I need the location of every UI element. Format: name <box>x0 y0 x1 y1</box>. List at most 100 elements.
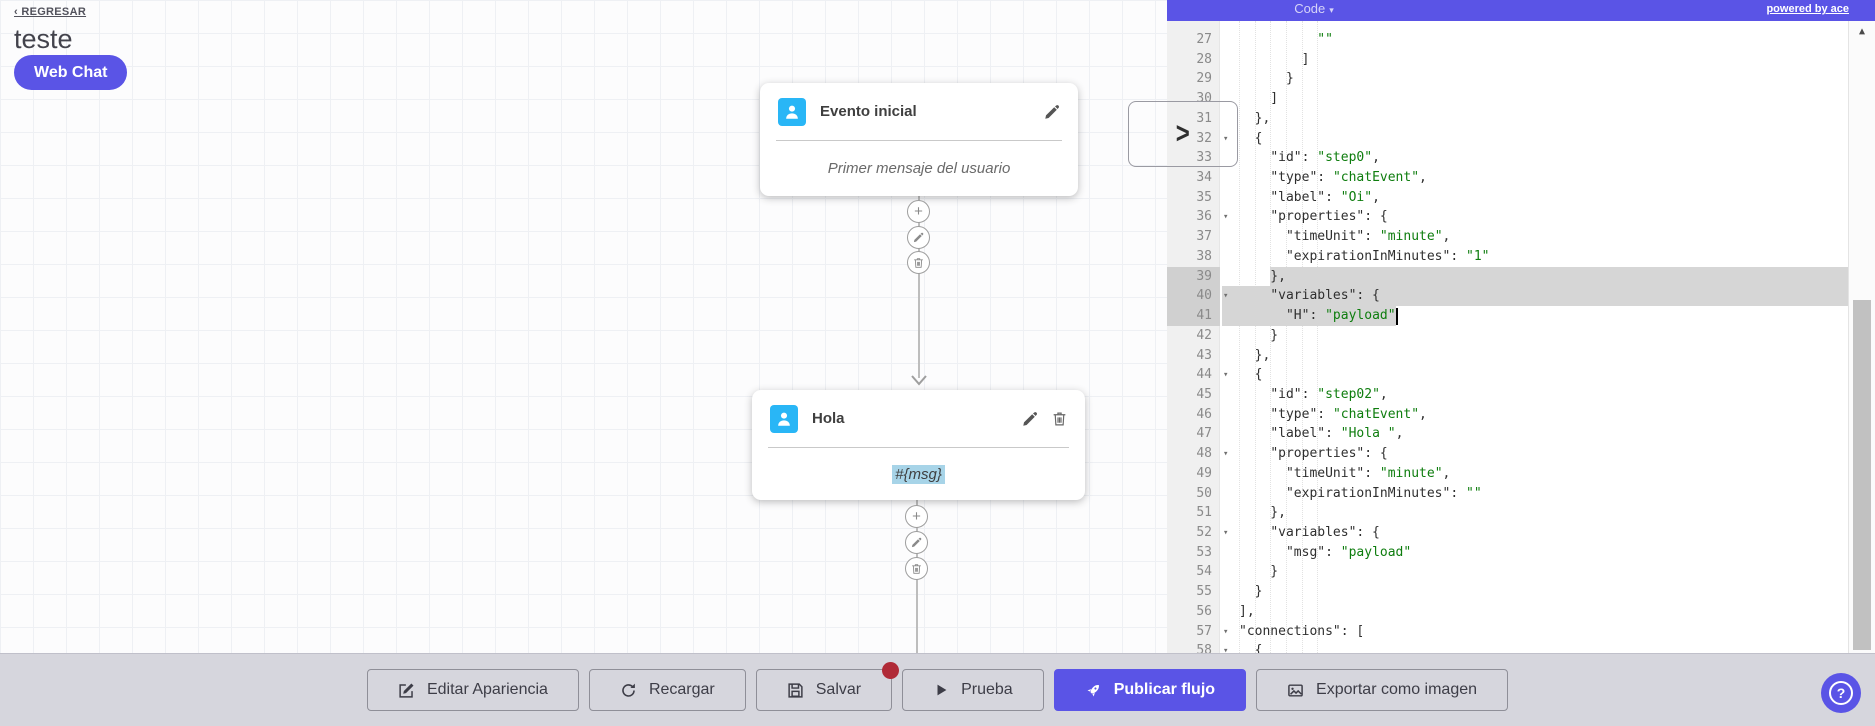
powered-by-ace-link[interactable]: powered by ace <box>1766 3 1849 15</box>
publish-flow-button[interactable]: Publicar flujo <box>1053 669 1247 711</box>
fold-toggle-icon[interactable]: ▾ <box>1223 449 1229 460</box>
add-step-button[interactable]: + <box>907 200 930 223</box>
line-number: 57 <box>1196 623 1212 639</box>
refresh-icon <box>622 683 635 697</box>
code-line: } <box>1239 564 1279 580</box>
image-icon <box>1288 683 1303 697</box>
line-number: 32 <box>1196 130 1212 146</box>
node-title: Evento inicial <box>820 103 917 120</box>
code-line: "msg": "payload" <box>1285 544 1412 560</box>
line-number: 48 <box>1196 446 1212 462</box>
code-line: "id": "step02", <box>1270 386 1388 402</box>
save-icon <box>788 682 803 698</box>
selection-highlight <box>1222 306 1396 326</box>
bottom-toolbar: Editar Apariencia Recargar Salvar Prueba… <box>0 653 1875 726</box>
edit-connection-button[interactable] <box>905 531 928 554</box>
node-hola[interactable]: Hola #{msg} <box>752 390 1085 500</box>
code-panel-header: Code▾ powered by ace <box>1167 0 1875 21</box>
line-number: 33 <box>1196 150 1212 166</box>
back-link[interactable]: ‹ REGRESAR <box>14 6 87 18</box>
indent-guide <box>1270 21 1272 653</box>
fold-toggle-icon[interactable]: ▾ <box>1223 370 1229 381</box>
line-number: 35 <box>1196 189 1212 205</box>
code-line: "properties": { <box>1270 446 1388 462</box>
line-number: 49 <box>1196 465 1212 481</box>
flow-title: teste <box>14 24 73 54</box>
export-image-button[interactable]: Exportar como imagen <box>1256 669 1509 711</box>
trash-icon <box>912 563 921 574</box>
line-number: 46 <box>1196 406 1212 422</box>
code-line: "" <box>1317 32 1333 47</box>
code-line: "properties": { <box>1270 209 1388 225</box>
code-line: "timeUnit": "minute", <box>1285 465 1451 481</box>
expand-panel-button[interactable]: > <box>1128 101 1238 167</box>
line-number: 54 <box>1196 564 1212 580</box>
code-view-dropdown[interactable]: Code▾ <box>1294 1 1334 16</box>
fold-toggle-icon[interactable]: ▾ <box>1223 212 1229 223</box>
line-number: 47 <box>1196 426 1212 442</box>
line-number: 40 <box>1167 286 1220 307</box>
line-number: 53 <box>1196 544 1212 560</box>
code-line: }, <box>1239 268 1286 284</box>
code-line: "connections": [ <box>1239 623 1365 639</box>
code-panel: Code▾ powered by ace ▲ 27 ""28 ]29 }30 ]… <box>1167 0 1875 653</box>
line-number: 50 <box>1196 485 1212 501</box>
code-editor[interactable]: ▲ 27 ""28 ]29 }30 ]31 },32▾ {33 "id": "s… <box>1167 21 1875 653</box>
pencil-icon <box>911 537 922 548</box>
reload-button[interactable]: Recargar <box>588 669 746 711</box>
code-line: { <box>1239 130 1263 146</box>
chevron-down-icon: ▾ <box>1329 5 1334 15</box>
code-line: } <box>1239 327 1279 343</box>
pencil-icon <box>913 232 924 243</box>
code-line: "variables": { <box>1270 525 1380 540</box>
flow-canvas[interactable]: ‹ REGRESAR teste Web Chat Evento inicial <box>0 0 1167 653</box>
line-number: 39 <box>1167 266 1220 287</box>
fold-toggle-icon[interactable]: ▾ <box>1223 133 1229 144</box>
node-header: Evento inicial <box>760 83 1078 140</box>
line-number: 42 <box>1196 327 1212 343</box>
scroll-up-arrow-icon[interactable]: ▲ <box>1858 26 1866 37</box>
question-icon: ? <box>1829 681 1853 705</box>
line-number: 41 <box>1167 306 1220 327</box>
chevron-right-icon: > <box>1175 117 1191 150</box>
fold-toggle-icon[interactable]: ▾ <box>1223 646 1229 653</box>
help-button[interactable]: ? <box>1821 673 1861 713</box>
delete-node-button[interactable] <box>1052 411 1067 427</box>
indent-guide <box>1285 21 1287 653</box>
edit-connection-button[interactable] <box>907 226 930 249</box>
selection-highlight <box>1222 286 1848 307</box>
test-button[interactable]: Prueba <box>902 669 1044 711</box>
delete-connection-button[interactable] <box>907 251 930 274</box>
code-line: "type": "chatEvent", <box>1270 170 1427 186</box>
add-step-button[interactable]: + <box>905 505 928 528</box>
pencil-icon <box>1045 104 1060 119</box>
scrollbar-thumb[interactable] <box>1853 300 1871 650</box>
user-icon <box>778 97 806 126</box>
edit-node-button[interactable] <box>1044 104 1060 120</box>
indent-guide <box>1317 21 1319 653</box>
delete-connection-button[interactable] <box>905 557 928 580</box>
indent-guide <box>1301 21 1303 653</box>
fold-toggle-icon[interactable]: ▾ <box>1223 291 1229 302</box>
line-number: 58 <box>1196 643 1212 653</box>
edit-icon <box>399 682 414 698</box>
edit-appearance-button[interactable]: Editar Apariencia <box>366 669 579 711</box>
edit-node-button[interactable] <box>1022 411 1038 427</box>
rocket-icon <box>1087 684 1099 697</box>
save-button[interactable]: Salvar <box>755 662 900 711</box>
line-number: 55 <box>1196 584 1212 600</box>
editor-scrollbar[interactable]: ▲ <box>1848 21 1875 653</box>
code-line: } <box>1239 71 1294 87</box>
user-icon <box>770 404 798 433</box>
trash-icon <box>914 257 923 268</box>
unsaved-changes-dot <box>882 662 900 679</box>
code-line: }, <box>1239 347 1271 363</box>
selection-highlight <box>1270 266 1848 287</box>
fold-toggle-icon[interactable]: ▾ <box>1223 626 1229 637</box>
arrow-down-icon <box>911 375 927 386</box>
node-evento-inicial[interactable]: Evento inicial Primer mensaje del usuari… <box>760 83 1078 196</box>
fold-toggle-icon[interactable]: ▾ <box>1223 528 1229 538</box>
line-number: 30 <box>1196 91 1212 107</box>
code-line: "H": "payload" <box>1285 308 1396 324</box>
